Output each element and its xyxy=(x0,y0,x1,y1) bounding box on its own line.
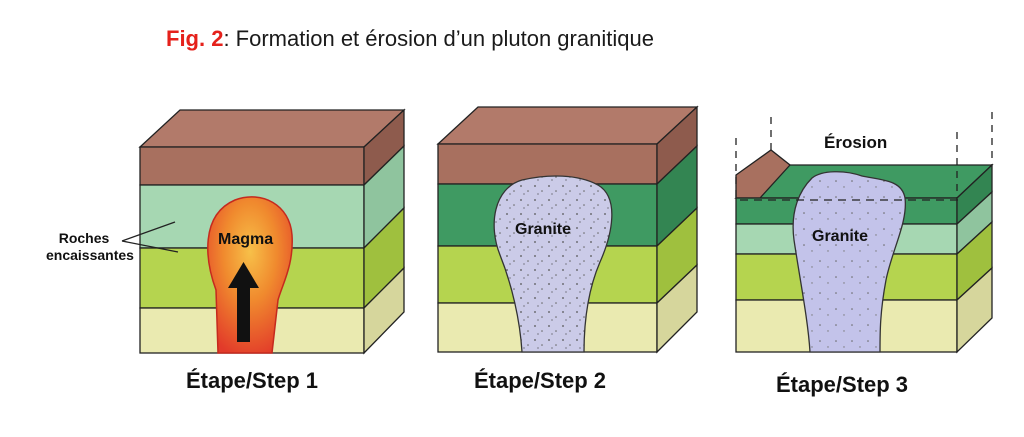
figure-number: Fig. 2 xyxy=(166,26,223,51)
figure-title: Fig. 2: Formation et érosion d’un pluton… xyxy=(166,26,654,52)
host-rocks-label: Roches encaissantes xyxy=(46,230,122,264)
figure-title-text: : Formation et érosion d’un pluton grani… xyxy=(223,26,653,51)
host-rocks-label-line1: Roches xyxy=(46,230,122,247)
step-3-caption: Étape/Step 3 xyxy=(776,372,908,398)
step-1-caption: Étape/Step 1 xyxy=(186,368,318,394)
magma-label: Magma xyxy=(218,231,273,249)
block2-top-face xyxy=(438,107,697,144)
granite-label-step-3: Granite xyxy=(812,228,868,246)
host-rocks-label-line2: encaissantes xyxy=(46,247,122,264)
block1-top-face xyxy=(140,110,404,147)
granite-label-step-2: Granite xyxy=(515,221,571,239)
step-2-caption: Étape/Step 2 xyxy=(474,368,606,394)
erosion-label: Érosion xyxy=(824,133,887,153)
block1-layer-brown xyxy=(140,147,364,185)
